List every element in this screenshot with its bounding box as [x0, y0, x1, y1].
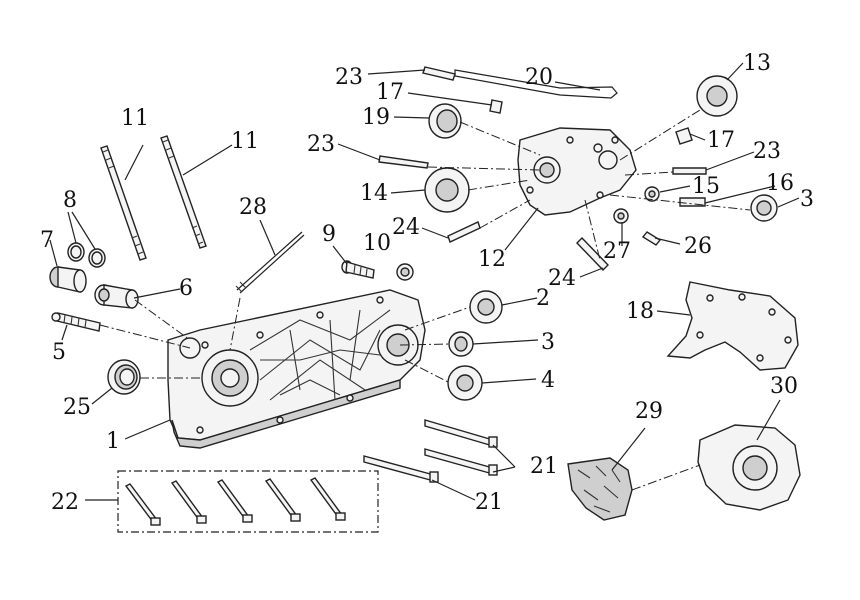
callout-21: 21	[475, 490, 503, 515]
callout-23: 23	[753, 139, 781, 164]
nut-10	[396, 263, 414, 281]
callout-5: 5	[52, 340, 66, 365]
callout-3: 3	[800, 187, 814, 212]
callout-8: 8	[63, 188, 77, 213]
oil-seal-25	[107, 359, 141, 395]
leader-lines	[49, 62, 800, 501]
callout-26: 26	[684, 234, 712, 259]
callout-18: 18	[626, 299, 654, 324]
fitting-17a	[489, 99, 503, 114]
callout-2: 2	[536, 286, 550, 311]
callout-3: 3	[541, 330, 555, 355]
bolt-16	[679, 197, 706, 207]
fitting-17b	[675, 127, 693, 145]
callout-25: 25	[63, 395, 91, 420]
callout-17: 17	[376, 80, 404, 105]
callout-27: 27	[603, 239, 631, 264]
callout-labels: 1 2 3 3 4 5 6 7 8 9 10 11 11 12 13 14 15…	[40, 51, 814, 515]
bolt-26	[641, 231, 662, 246]
callout-24: 24	[392, 215, 420, 240]
callout-14: 14	[360, 181, 388, 206]
bearing-14	[424, 167, 470, 213]
callout-19: 19	[362, 105, 390, 130]
seal-19	[428, 103, 462, 139]
cover-12	[517, 127, 637, 216]
callout-20: 20	[525, 65, 553, 90]
bearing-13	[696, 75, 738, 117]
bearing-3	[448, 331, 474, 357]
washer-15	[644, 186, 660, 202]
bearing-2	[469, 290, 503, 324]
bolt-set-22	[117, 470, 379, 533]
rod-20	[454, 69, 618, 99]
gasket-18	[666, 281, 799, 371]
shaft-5	[51, 312, 101, 332]
bolt-24-left	[447, 221, 481, 243]
callout-7: 7	[40, 228, 54, 253]
callout-23: 23	[307, 132, 335, 157]
callout-21: 21	[530, 454, 558, 479]
sleeve-6	[94, 284, 139, 309]
callout-6: 6	[179, 276, 193, 301]
crankcase-left	[167, 289, 426, 449]
stud-bolt-28	[235, 231, 305, 294]
callout-30: 30	[770, 374, 798, 399]
callout-11: 11	[121, 106, 149, 131]
filter-29	[567, 457, 633, 521]
callout-13: 13	[743, 51, 771, 76]
bearing-3-upper	[750, 194, 778, 222]
stud-bolts-long	[100, 135, 207, 261]
callout-15: 15	[692, 174, 720, 199]
callout-24: 24	[548, 266, 576, 291]
bolts-21	[363, 419, 498, 483]
housing-30	[697, 424, 801, 511]
bolt-23-left	[378, 155, 429, 169]
bolt-9	[341, 260, 375, 279]
callout-28: 28	[239, 195, 267, 220]
callout-29: 29	[635, 399, 663, 424]
bolt-23-right	[672, 167, 707, 175]
washer-27	[613, 208, 629, 224]
callout-12: 12	[478, 247, 506, 272]
callout-1: 1	[106, 429, 120, 454]
bolt-23-left-top	[422, 66, 456, 81]
callout-9: 9	[322, 222, 336, 247]
bearing-4	[447, 365, 483, 401]
callout-23: 23	[335, 65, 363, 90]
callout-17: 17	[707, 128, 735, 153]
callout-22: 22	[51, 490, 79, 515]
assembly-guide-lines	[99, 109, 751, 491]
callout-4: 4	[541, 368, 555, 393]
plug-and-orings	[49, 242, 106, 293]
callout-11: 11	[231, 129, 259, 154]
callout-16: 16	[766, 171, 794, 196]
callout-10: 10	[363, 231, 391, 256]
